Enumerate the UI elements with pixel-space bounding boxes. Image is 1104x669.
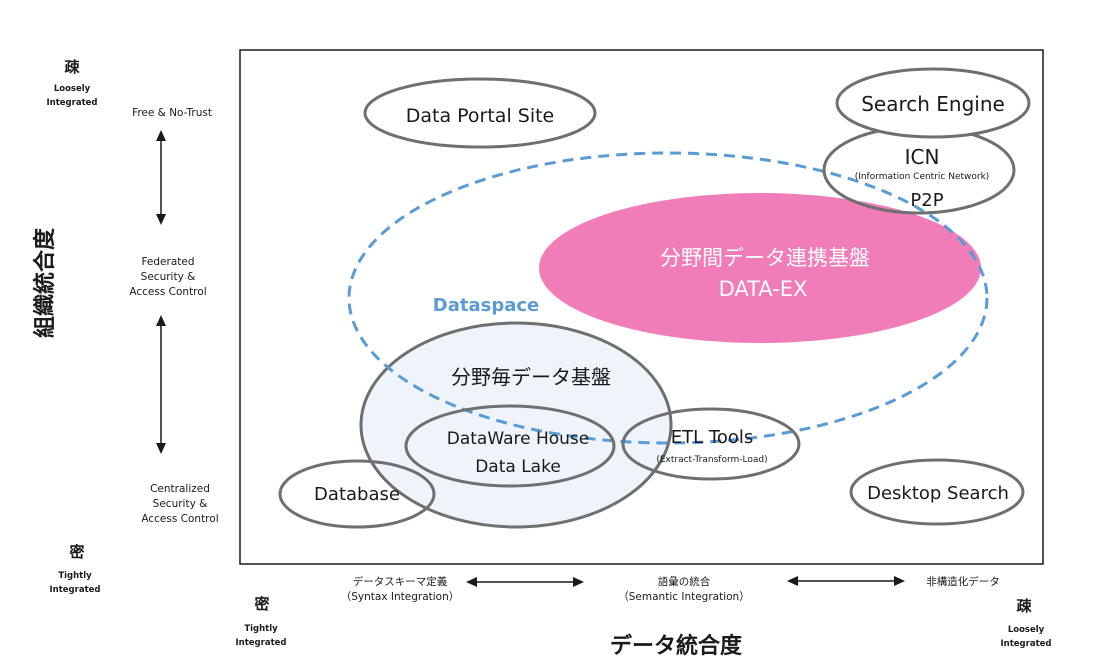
y-top-label-2: Integrated <box>47 98 98 108</box>
data-portal-label: Data Portal Site <box>406 105 555 127</box>
x-level-syntax-1: データスキーマ定義 <box>353 575 448 588</box>
y-axis-title: 組織統合度 <box>32 227 58 338</box>
y-arrow-upper-head-down <box>156 214 166 225</box>
search-engine-label: Search Engine <box>861 92 1005 116</box>
y-top-kanji: 疎 <box>64 58 80 76</box>
y-level-federated-1: Federated <box>141 256 194 268</box>
dwh-label: DataWare House <box>447 429 589 449</box>
etl-label: ETL Tools <box>671 427 753 448</box>
icn-label: ICN <box>905 145 940 169</box>
etl-sub-label: (Extract-Transform-Load) <box>656 455 767 465</box>
x-axis-title: データ統合度 <box>610 633 743 659</box>
dwh-ellipse <box>404 404 616 488</box>
p2p-label: P2P <box>910 190 943 211</box>
x-level-syntax-2: （Syntax Integration） <box>341 591 460 603</box>
x-right-label-2: Integrated <box>1001 639 1052 649</box>
x-level-semantic-2: （Semantic Integration） <box>618 591 749 603</box>
x-arrow-left-head-left <box>466 577 477 587</box>
search-engine-ellipse <box>835 67 1031 139</box>
y-level-free: Free & No-Trust <box>132 107 212 119</box>
x-arrow-right-head-right <box>894 576 905 586</box>
y-arrow-lower-head-up <box>156 315 166 326</box>
y-level-federated-2: Security & <box>141 271 196 283</box>
dataex-ellipse <box>539 193 981 343</box>
x-arrow-right-head-left <box>787 576 798 586</box>
data-lake-label: Data Lake <box>475 457 561 477</box>
icn-sub-label: (Information Centric Network) <box>855 172 990 182</box>
y-bottom-kanji: 密 <box>69 543 84 561</box>
domain-platform-label: 分野毎データ基盤 <box>451 365 611 389</box>
x-arrow-left-head-right <box>573 577 584 587</box>
y-top-label: Loosely <box>54 84 91 94</box>
x-right-kanji: 疎 <box>1016 597 1032 615</box>
desktop-search-ellipse <box>849 458 1025 526</box>
y-arrow-lower-head-down <box>156 443 166 454</box>
y-level-centralized-3: Access Control <box>141 513 218 525</box>
x-level-semantic-1: 語彙の統合 <box>658 575 711 588</box>
dataex-label-ja: 分野間データ連携基盤 <box>660 246 870 270</box>
y-arrow-upper-head-up <box>156 130 166 141</box>
dataspace-label: Dataspace <box>433 295 539 316</box>
y-level-centralized-1: Centralized <box>150 483 210 495</box>
etl-ellipse <box>621 407 801 481</box>
y-bottom-label: Tightly <box>58 571 92 581</box>
database-ellipse <box>278 459 436 529</box>
database-label: Database <box>314 484 400 505</box>
x-left-label-2: Integrated <box>236 638 287 648</box>
x-right-label: Loosely <box>1008 625 1045 635</box>
dataspace-ellipse <box>347 151 989 445</box>
desktop-search-label: Desktop Search <box>867 483 1009 504</box>
dataex-label: DATA-EX <box>719 277 808 301</box>
x-left-label: Tightly <box>244 624 278 634</box>
x-left-kanji: 密 <box>254 595 269 613</box>
x-level-unstructured: 非構造化データ <box>926 575 1000 588</box>
y-level-federated-3: Access Control <box>129 286 206 298</box>
data-portal-ellipse <box>363 77 597 149</box>
y-level-centralized-2: Security & <box>153 498 208 510</box>
y-bottom-label-2: Integrated <box>50 585 101 595</box>
